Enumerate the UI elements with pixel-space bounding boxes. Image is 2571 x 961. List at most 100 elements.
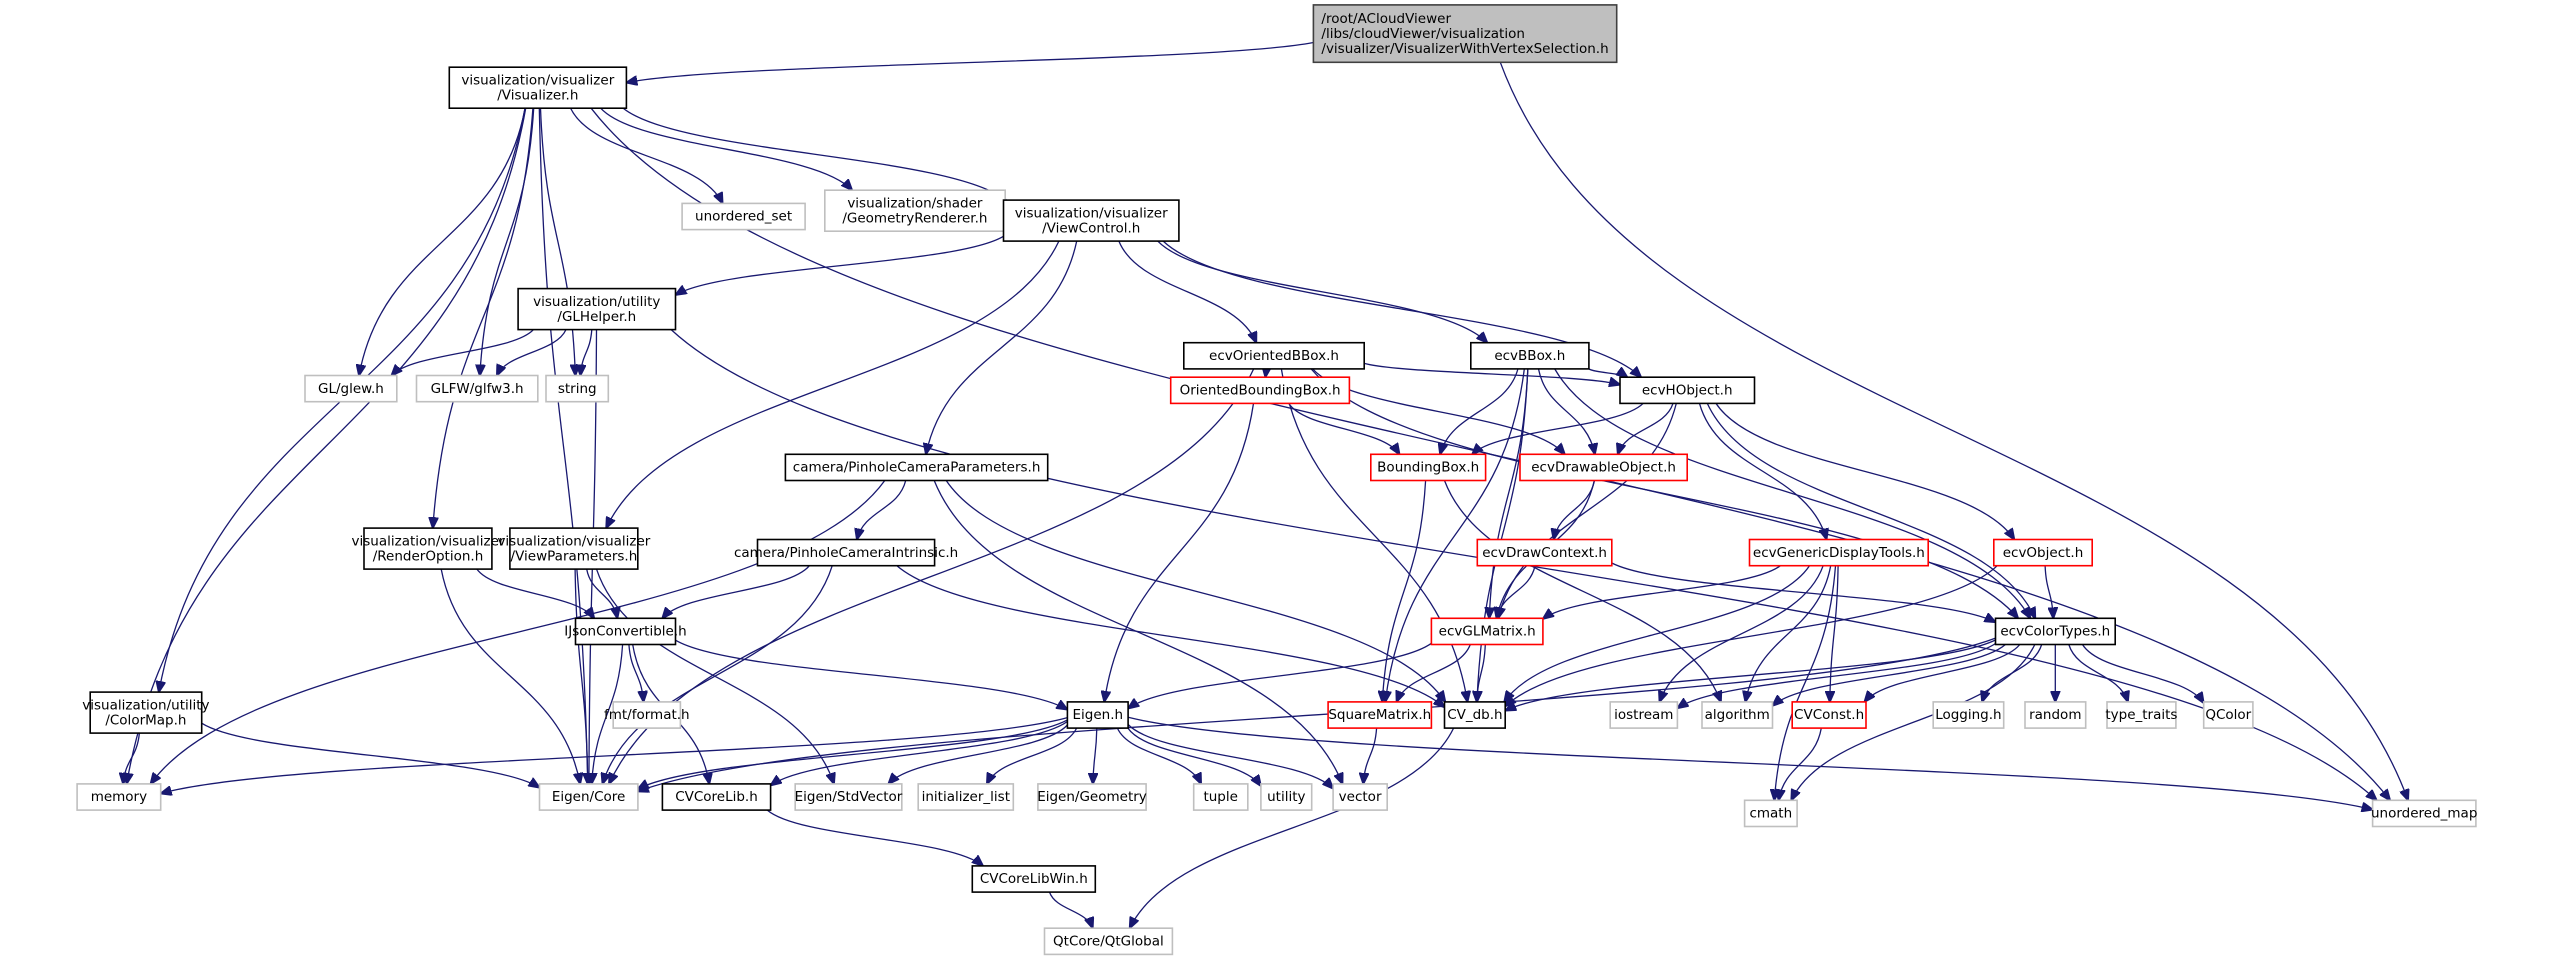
node-box — [76, 783, 162, 811]
node-root[interactable]: /root/ACloudViewer/libs/cloudViewer/visu… — [1312, 4, 1618, 64]
node-box — [1192, 783, 1249, 811]
node-logging[interactable]: Logging.h — [1932, 701, 2005, 729]
node-box — [794, 783, 903, 811]
node-cvconst[interactable]: CVConst.h — [1791, 701, 1867, 729]
node-typetraits[interactable]: type_traits — [2105, 701, 2177, 729]
edge-eigenh-to-unordered_map — [1127, 716, 2373, 809]
node-label: unordered_set — [695, 209, 792, 225]
node-colortypes[interactable]: ecvColorTypes.h — [1994, 617, 2116, 646]
edge-pinholeintr-to-eigencore — [603, 565, 833, 784]
edge-orientedbbox-to-obb — [1265, 369, 1268, 377]
node-label: initializer_list — [922, 789, 1010, 805]
edge-bbox-to-squarematrix — [1385, 368, 1525, 702]
node-renderoption[interactable]: visualization/visualizer/RenderOption.h — [352, 527, 505, 570]
node-orientedbbox[interactable]: ecvOrientedBBox.h — [1183, 341, 1366, 370]
node-label: visualization/visualizer — [352, 533, 505, 549]
node-viewparams[interactable]: visualization/visualizer/ViewParameters.… — [497, 527, 651, 570]
node-label: Eigen/Core — [552, 789, 626, 805]
node-memory[interactable]: memory — [76, 783, 162, 811]
node-glmatrix[interactable]: ecvGLMatrix.h — [1430, 617, 1544, 646]
node-qtglobal[interactable]: QtCore/QtGlobal — [1043, 927, 1174, 956]
node-box — [661, 783, 772, 811]
node-viewcontrol[interactable]: visualization/visualizer/ViewControl.h — [1002, 199, 1180, 242]
node-iostream[interactable]: iostream — [1609, 701, 1679, 729]
edge-bbox-to-colortypes — [1554, 368, 2031, 618]
node-eigenh[interactable]: Eigen.h — [1066, 701, 1129, 729]
node-visualizer[interactable]: visualization/visualizer/Visualizer.h — [448, 66, 628, 109]
node-cvdb[interactable]: CV_db.h — [1443, 701, 1507, 729]
node-geomrenderer[interactable]: visualization/shader/GeometryRenderer.h — [823, 189, 1006, 232]
node-label: visualization/shader — [847, 195, 983, 211]
edge-orientedbbox-to-hobject — [1364, 362, 1620, 384]
edge-renderoption-to-eigencore — [440, 568, 580, 784]
node-label: fmt/format.h — [604, 707, 690, 723]
node-squarematrix[interactable]: SquareMatrix.h — [1327, 701, 1433, 729]
node-utility[interactable]: utility — [1260, 783, 1313, 811]
edge-orientedbbox-to-colortypes — [1310, 368, 2018, 618]
node-initlist[interactable]: initializer_list — [917, 783, 1015, 811]
node-vector[interactable]: vector — [1332, 783, 1388, 811]
node-unordered_set[interactable]: unordered_set — [681, 202, 806, 231]
node-unordered_map[interactable]: unordered_map — [2371, 799, 2477, 828]
edge-eigenh-to-tuple — [1116, 727, 1201, 784]
node-label: ecvObject.h — [2003, 545, 2084, 561]
edge-viewparams-to-ijson — [586, 568, 618, 618]
edge-colortypes-to-algorithm — [1773, 644, 2006, 706]
node-random[interactable]: random — [2024, 701, 2087, 729]
edge-cvconst-to-cmath — [1779, 727, 1822, 800]
node-fmt[interactable]: fmt/format.h — [604, 701, 690, 729]
node-eigencore[interactable]: Eigen/Core — [538, 783, 639, 811]
edge-root-to-visualizer — [626, 41, 1314, 83]
node-bbox[interactable]: ecvBBox.h — [1470, 341, 1590, 370]
node-label: ecvGLMatrix.h — [1439, 624, 1536, 640]
node-pinholeintr[interactable]: camera/PinholeCameraIntrinsic.h — [734, 538, 958, 567]
edge-pinholeparams-to-pinholeintr — [857, 480, 907, 540]
edge-orientedbbox-to-eigencore — [609, 368, 1255, 784]
node-cvcorelib[interactable]: CVCoreLib.h — [661, 783, 772, 811]
node-geometry[interactable]: Eigen/Geometry — [1037, 783, 1147, 811]
node-cvcorelibwin[interactable]: CVCoreLibWin.h — [971, 865, 1097, 893]
edge-colortypes-to-qcolor — [2081, 644, 2204, 704]
node-algorithm[interactable]: algorithm — [1701, 701, 1774, 729]
node-glfw[interactable]: GLFW/glfw3.h — [415, 374, 539, 403]
edge-hobject-to-boundingbox — [1472, 402, 1644, 454]
edge-visualizer-to-glfw — [480, 108, 535, 375]
node-box — [517, 287, 677, 331]
node-box — [363, 527, 493, 570]
node-label: algorithm — [1705, 707, 1770, 723]
node-hobject[interactable]: ecvHObject.h — [1619, 376, 1756, 405]
node-box — [1470, 341, 1590, 370]
edge-gendisplay-to-iostream — [1660, 565, 1824, 702]
node-glew[interactable]: GL/glew.h — [304, 374, 398, 403]
node-label: /root/ACloudViewer — [1321, 11, 1451, 27]
node-label: visualization/visualizer — [1015, 205, 1168, 221]
node-box — [681, 202, 806, 231]
edge-obb-to-boundingbox — [1288, 403, 1400, 454]
node-tuple[interactable]: tuple — [1192, 783, 1249, 811]
node-glhelper[interactable]: visualization/utility/GLHelper.h — [517, 287, 677, 331]
edge-colortypes-to-cmath — [1791, 644, 2036, 801]
node-label: random — [2029, 707, 2081, 723]
node-label: vector — [1339, 789, 1382, 805]
node-stdvector[interactable]: Eigen/StdVector — [794, 783, 903, 811]
node-boundingbox[interactable]: BoundingBox.h — [1370, 453, 1487, 482]
node-label: QtCore/QtGlobal — [1053, 934, 1164, 950]
node-string[interactable]: string — [545, 374, 610, 403]
edge-eigenh-to-vector — [1127, 724, 1333, 789]
node-gendisplay[interactable]: ecvGenericDisplayTools.h — [1748, 538, 1929, 567]
node-cmath[interactable]: cmath — [1743, 799, 1798, 828]
node-obb[interactable]: OrientedBoundingBox.h — [1169, 376, 1351, 405]
node-qcolor[interactable]: QColor — [2202, 701, 2254, 729]
node-box — [538, 783, 639, 811]
edge-bbox-to-glmatrix — [1489, 368, 1529, 618]
node-colormap[interactable]: visualization/utility/ColorMap.h — [82, 691, 210, 734]
node-ecvobject[interactable]: ecvObject.h — [1993, 538, 2094, 567]
node-drawable[interactable]: ecvDrawableObject.h — [1519, 453, 1688, 482]
node-drawcontext[interactable]: ecvDrawContext.h — [1476, 538, 1613, 567]
node-box — [1993, 538, 2094, 567]
edge-visualizer-to-viewcontrol — [622, 107, 1006, 200]
node-pinholeparams[interactable]: camera/PinholeCameraParameters.h — [784, 453, 1049, 482]
node-box — [2106, 701, 2177, 729]
edge-renderoption-to-ijson — [476, 568, 594, 618]
node-ijson[interactable]: IJsonConvertible.h — [564, 617, 687, 646]
